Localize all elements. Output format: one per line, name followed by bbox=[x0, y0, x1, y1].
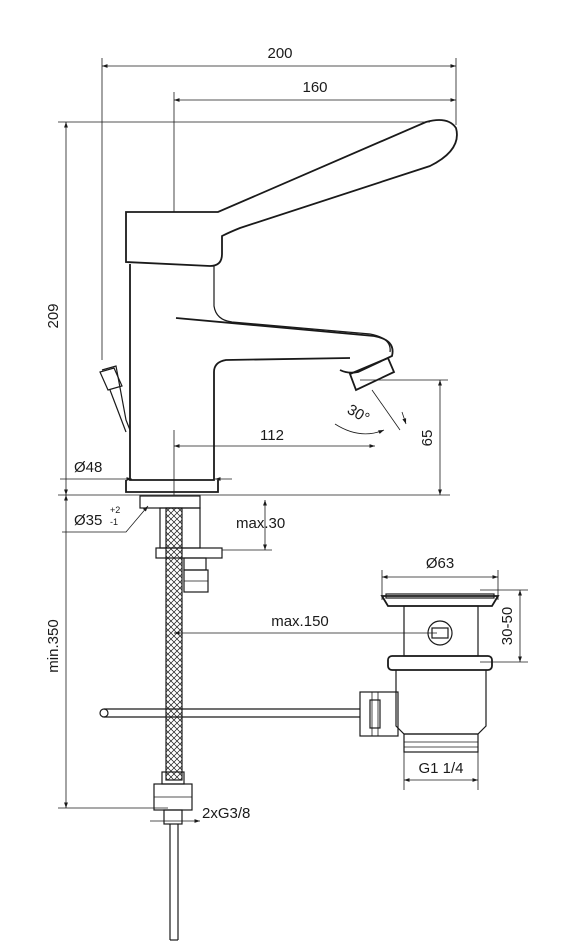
waste-fitting bbox=[359, 593, 500, 753]
mounting-assembly bbox=[139, 495, 223, 941]
label-hole-diameter: Ø35 bbox=[74, 512, 102, 529]
label-waste-diameter: Ø63 bbox=[426, 555, 454, 572]
faucet-body bbox=[99, 119, 458, 493]
label-spout-reach: 160 bbox=[302, 79, 327, 96]
label-hose-thread: 2xG3/8 bbox=[202, 805, 250, 822]
label-max-thickness: max.30 bbox=[236, 515, 285, 532]
label-min-height: min.350 bbox=[45, 619, 62, 672]
pop-up-rod bbox=[99, 708, 360, 718]
label-base-diameter: Ø48 bbox=[74, 459, 102, 476]
label-hole-tol-upper: +2 bbox=[110, 505, 120, 515]
dimension-labels: 200 160 209 112 65 30° Ø48 Ø35 +2 -1 max… bbox=[45, 45, 516, 822]
label-overall-height: 209 bbox=[45, 303, 62, 328]
label-waste-flange-range: 30-50 bbox=[499, 607, 516, 645]
label-overall-width: 200 bbox=[267, 45, 292, 62]
label-hole-tol-lower: -1 bbox=[110, 517, 118, 527]
label-waste-thread: G1 1/4 bbox=[418, 760, 463, 777]
dimension-lines bbox=[58, 58, 528, 823]
label-outlet-height: 65 bbox=[419, 430, 436, 447]
label-outlet-angle: 30° bbox=[344, 401, 372, 427]
label-outlet-reach: 112 bbox=[260, 427, 284, 444]
label-max-waste-length: max.150 bbox=[271, 613, 329, 630]
